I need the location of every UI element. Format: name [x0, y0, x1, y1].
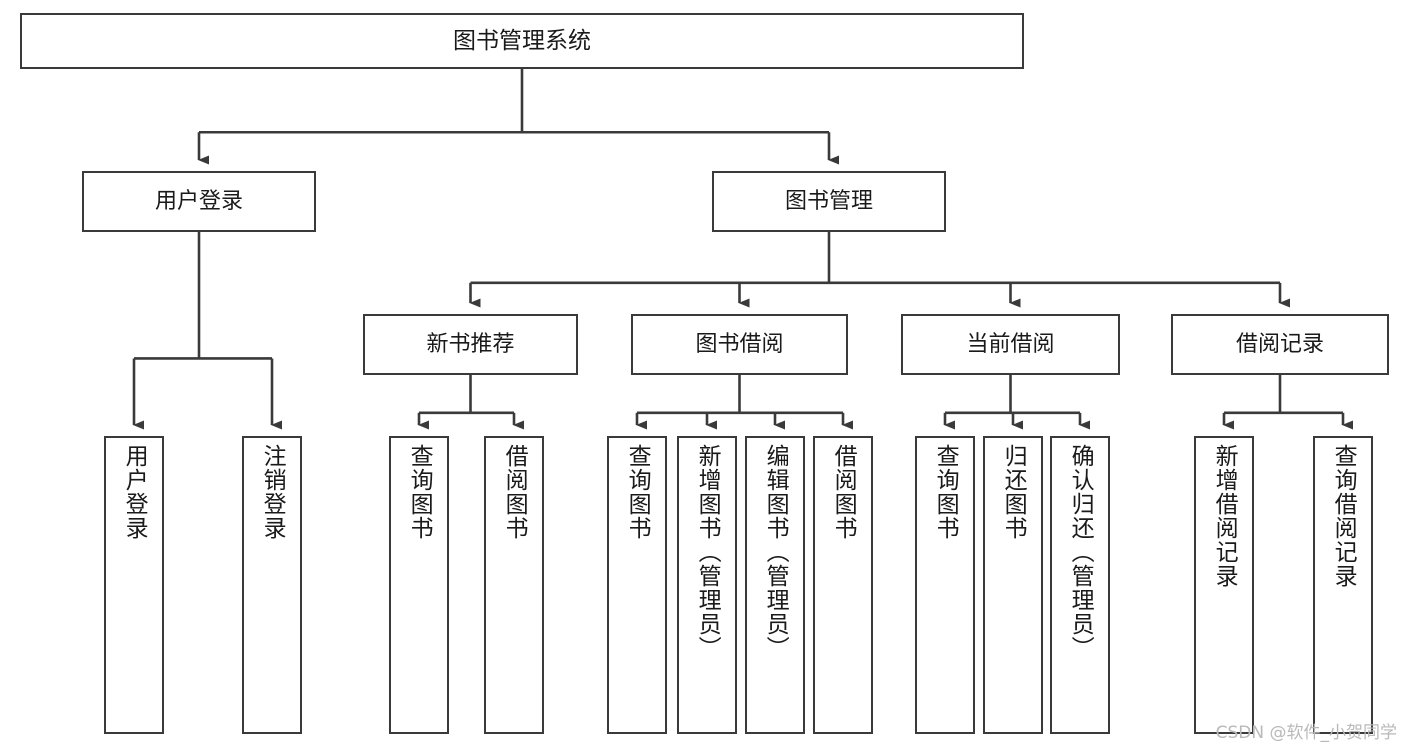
node-book-manage-label: 图书管理 [784, 188, 873, 214]
node-leaf-confirm-return[interactable]: 确认归还（管理员） [1050, 436, 1110, 734]
node-leaf-user-login[interactable]: 用户登录 [104, 436, 164, 734]
node-leaf-return-book[interactable]: 归还图书 [983, 436, 1043, 734]
node-leaf-edit-book-label: 编辑图书（管理员） [762, 444, 789, 660]
node-book-borrow-label: 图书借阅 [695, 331, 784, 357]
node-root-label: 图书管理系统 [453, 27, 591, 54]
node-current-borrow-label: 当前借阅 [966, 331, 1055, 357]
node-leaf-user-login-label: 用户登录 [121, 444, 148, 540]
node-leaf-query-book-1-label: 查询图书 [406, 444, 433, 540]
node-leaf-edit-book[interactable]: 编辑图书（管理员） [745, 436, 805, 734]
node-book-borrow[interactable]: 图书借阅 [631, 314, 848, 375]
node-user-login-label: 用户登录 [154, 188, 243, 214]
node-leaf-user-logout-label: 注销登录 [259, 444, 286, 540]
node-new-book-recommend-label: 新书推荐 [426, 331, 515, 357]
node-leaf-add-record-label: 新增借阅记录 [1211, 444, 1238, 588]
node-leaf-borrow-book-1[interactable]: 借阅图书 [484, 436, 544, 734]
node-leaf-query-record-label: 查询借阅记录 [1330, 444, 1357, 588]
node-leaf-borrow-book-1-label: 借阅图书 [501, 444, 528, 540]
node-borrow-record[interactable]: 借阅记录 [1171, 314, 1389, 375]
node-leaf-add-book-label: 新增图书（管理员） [694, 444, 721, 660]
node-new-book-recommend[interactable]: 新书推荐 [363, 314, 578, 375]
node-leaf-return-book-label: 归还图书 [1000, 444, 1027, 540]
node-leaf-user-logout[interactable]: 注销登录 [242, 436, 302, 734]
node-leaf-query-book-3[interactable]: 查询图书 [915, 436, 975, 734]
node-leaf-query-record[interactable]: 查询借阅记录 [1313, 436, 1373, 734]
node-user-login[interactable]: 用户登录 [82, 171, 316, 232]
node-leaf-add-book[interactable]: 新增图书（管理员） [677, 436, 737, 734]
node-book-manage[interactable]: 图书管理 [712, 171, 946, 232]
node-leaf-confirm-return-label: 确认归还（管理员） [1067, 444, 1094, 660]
node-leaf-borrow-book-2-label: 借阅图书 [830, 444, 857, 540]
node-leaf-borrow-book-2[interactable]: 借阅图书 [813, 436, 873, 734]
node-leaf-query-book-2[interactable]: 查询图书 [607, 436, 667, 734]
node-borrow-record-label: 借阅记录 [1235, 331, 1324, 357]
csdn-watermark: CSDN @软件_小贺同学 [1215, 723, 1397, 743]
node-leaf-query-book-3-label: 查询图书 [932, 444, 959, 540]
node-leaf-query-book-1[interactable]: 查询图书 [389, 436, 449, 734]
node-current-borrow[interactable]: 当前借阅 [901, 314, 1120, 375]
node-root[interactable]: 图书管理系统 [20, 13, 1024, 69]
node-leaf-add-record[interactable]: 新增借阅记录 [1194, 436, 1254, 734]
node-leaf-query-book-2-label: 查询图书 [624, 444, 651, 540]
